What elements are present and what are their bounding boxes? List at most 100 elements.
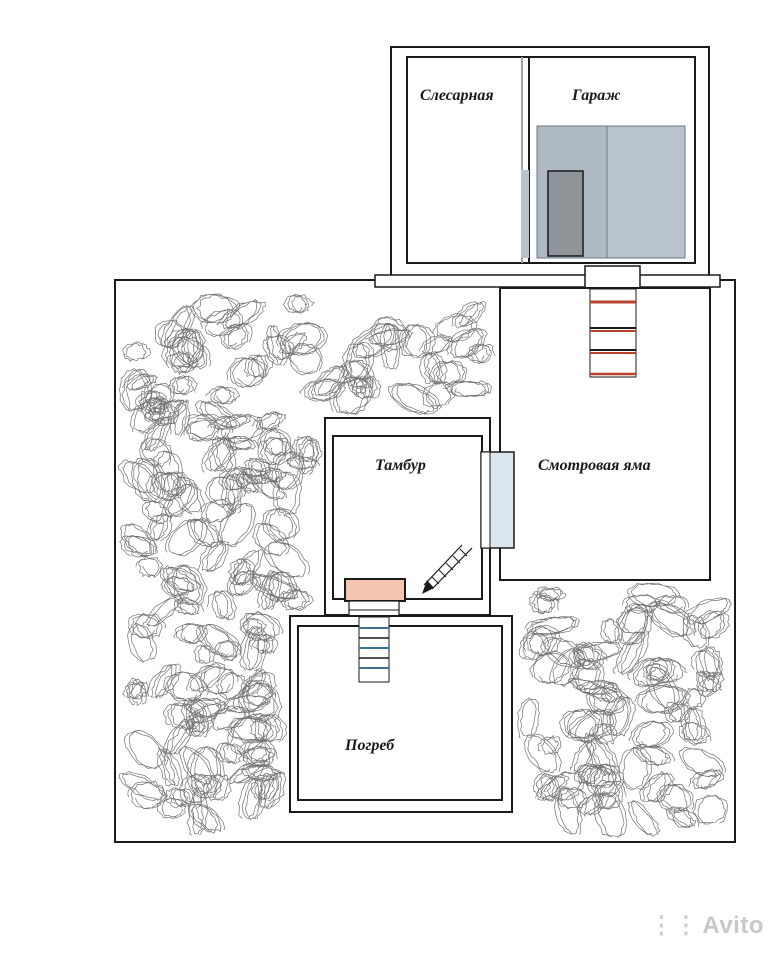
scribble-stroke <box>298 438 319 476</box>
scribble-stroke <box>585 685 631 716</box>
garage-door <box>547 170 584 257</box>
scribble-stroke <box>663 700 690 724</box>
scribble-stroke <box>167 375 198 396</box>
scribble-stroke <box>696 671 725 698</box>
scribble-stroke <box>370 315 411 353</box>
ground-hatch-icon <box>118 293 732 838</box>
scribble-stroke <box>693 610 730 640</box>
scribble-stroke <box>533 773 563 802</box>
scribble-stroke <box>197 539 229 573</box>
scribble-stroke <box>126 677 147 707</box>
scribble-stroke <box>232 549 264 586</box>
scribble-stroke <box>188 803 225 834</box>
scribble-stroke <box>187 517 223 549</box>
scribble-stroke <box>219 694 271 714</box>
scribble-stroke <box>205 385 240 405</box>
scribble-stroke <box>639 770 675 803</box>
scribble-stroke <box>216 299 266 330</box>
scribble-stroke <box>166 564 208 606</box>
scribble-stroke <box>517 697 540 739</box>
scribble-stroke <box>202 773 232 802</box>
scribble-stroke <box>222 435 260 451</box>
scribble-stroke <box>614 603 653 646</box>
scribble-stroke <box>157 797 190 820</box>
garage-building <box>374 46 721 289</box>
cellar-stair-icon <box>358 616 390 683</box>
scribble-stroke <box>128 612 167 639</box>
scribble-stroke <box>153 450 183 493</box>
scribble-stroke <box>602 696 636 737</box>
scribble-stroke <box>419 334 454 355</box>
scribble-stroke <box>627 656 676 688</box>
scribble-stroke <box>678 721 712 746</box>
scribble-stroke <box>186 787 209 836</box>
scribble-stroke <box>679 746 727 778</box>
scribble-stroke <box>244 668 267 695</box>
scribble-stroke <box>215 671 250 701</box>
scribble-stroke <box>600 681 623 704</box>
scribble-stroke <box>161 327 207 369</box>
scribble-stroke <box>129 395 166 434</box>
scribble-stroke <box>558 786 588 810</box>
scribble-stroke <box>193 645 217 665</box>
scribble-stroke <box>146 512 173 542</box>
scribble-stroke <box>163 702 202 731</box>
watermark: ⋮⋮Avito <box>649 911 764 940</box>
scribble-stroke <box>239 625 268 672</box>
scribble-stroke <box>275 321 329 356</box>
scribble-stroke <box>522 624 562 657</box>
scribble-stroke <box>200 308 243 338</box>
scribble-stroke <box>241 682 277 707</box>
scribble-stroke <box>352 375 382 400</box>
scribble-stroke <box>161 483 199 518</box>
scribble-stroke <box>180 697 214 734</box>
scribble-stroke <box>239 610 284 642</box>
scribble-stroke <box>142 593 186 627</box>
scribble-stroke <box>272 471 303 517</box>
floor-slab <box>374 274 721 288</box>
scribble-stroke <box>243 354 274 379</box>
scribble-stroke <box>122 341 151 362</box>
scribble-stroke <box>442 380 492 398</box>
scribble-stroke <box>194 400 240 430</box>
scribble-stroke <box>451 301 487 329</box>
scribble-stroke <box>278 331 307 355</box>
scribble-stroke <box>215 742 245 765</box>
scribble-stroke <box>261 507 300 542</box>
scribble-stroke <box>227 715 278 744</box>
scribble-stroke <box>252 411 287 431</box>
cellar-hatch <box>344 578 406 602</box>
scribble-stroke <box>183 417 220 442</box>
scribble-stroke <box>127 622 157 663</box>
scribble-stroke <box>198 666 239 695</box>
scribble-stroke <box>572 641 624 663</box>
scribble-stroke <box>217 502 257 548</box>
scribble-stroke <box>665 806 700 829</box>
scribble-stroke <box>118 771 168 801</box>
scribble-stroke <box>159 565 202 594</box>
scribble-stroke <box>204 475 247 509</box>
scribble-stroke <box>612 631 650 676</box>
scribble-stroke <box>285 454 321 470</box>
scribble-stroke <box>251 772 278 802</box>
scribble-stroke <box>690 649 722 682</box>
scribble-stroke <box>139 437 173 467</box>
scribble-stroke <box>622 594 661 614</box>
scribble-stroke <box>242 745 279 769</box>
scribble-stroke <box>227 558 256 587</box>
scribble-stroke <box>627 799 661 837</box>
scribble-stroke <box>186 746 225 796</box>
scribble-stroke <box>348 322 400 359</box>
scribble-stroke <box>161 471 191 497</box>
scribble-stroke <box>263 540 310 578</box>
scribble-stroke <box>584 732 620 776</box>
scribble-stroke <box>553 786 583 835</box>
avito-logo-icon: ⋮⋮ <box>649 912 699 939</box>
scribble-stroke <box>119 368 153 412</box>
scribble-stroke <box>419 352 448 385</box>
scribble-stroke <box>119 523 157 556</box>
scribble-stroke <box>682 614 710 649</box>
scribble-stroke <box>122 373 158 391</box>
scribble-stroke <box>160 576 195 597</box>
